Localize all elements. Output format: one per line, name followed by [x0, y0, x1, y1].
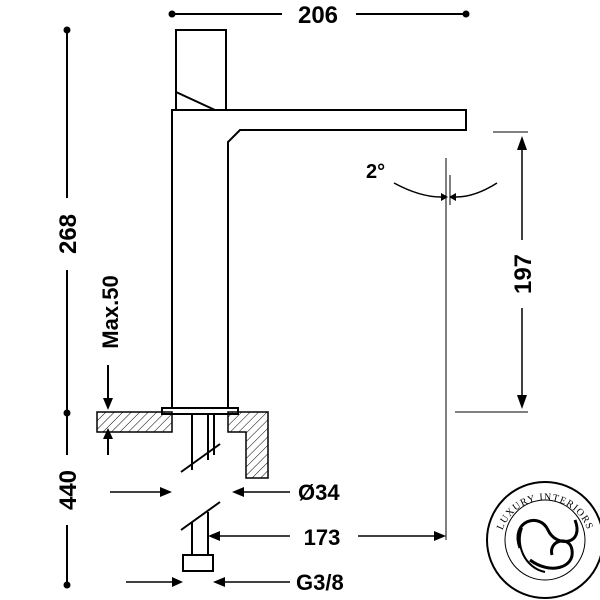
dimension-bore-diameter: Ø34 — [110, 480, 340, 505]
dimension-label-hose: 440 — [55, 470, 82, 510]
dimension-max-counter: Max.50 — [98, 275, 123, 455]
dimension-label-spout: 197 — [510, 254, 537, 294]
dimension-label-height: 268 — [55, 214, 82, 254]
dimension-label-bore: Ø34 — [298, 480, 340, 505]
dimension-label-angle: 2° — [366, 161, 385, 183]
countertop-section — [96, 411, 269, 479]
dimension-thread: G3/8 — [126, 570, 344, 595]
dimension-label-thread: G3/8 — [296, 570, 344, 595]
dimension-hose-length: 440 — [55, 413, 82, 589]
luxury-interiors-logo: LUXURY INTERIORS — [486, 481, 600, 599]
supply-pipes — [180, 414, 221, 572]
dimension-total-width: 206 — [168, 2, 470, 29]
dimension-label-reach: 173 — [304, 525, 341, 550]
dimension-label-width: 206 — [298, 2, 338, 29]
dimension-reach: 173 — [208, 525, 446, 550]
dimension-spout-height: 197 — [455, 131, 537, 413]
dimension-angle: 2° — [366, 161, 498, 205]
faucet-body — [161, 29, 467, 415]
dimension-label-max: Max.50 — [98, 275, 123, 348]
dimension-total-height: 268 — [55, 26, 82, 417]
